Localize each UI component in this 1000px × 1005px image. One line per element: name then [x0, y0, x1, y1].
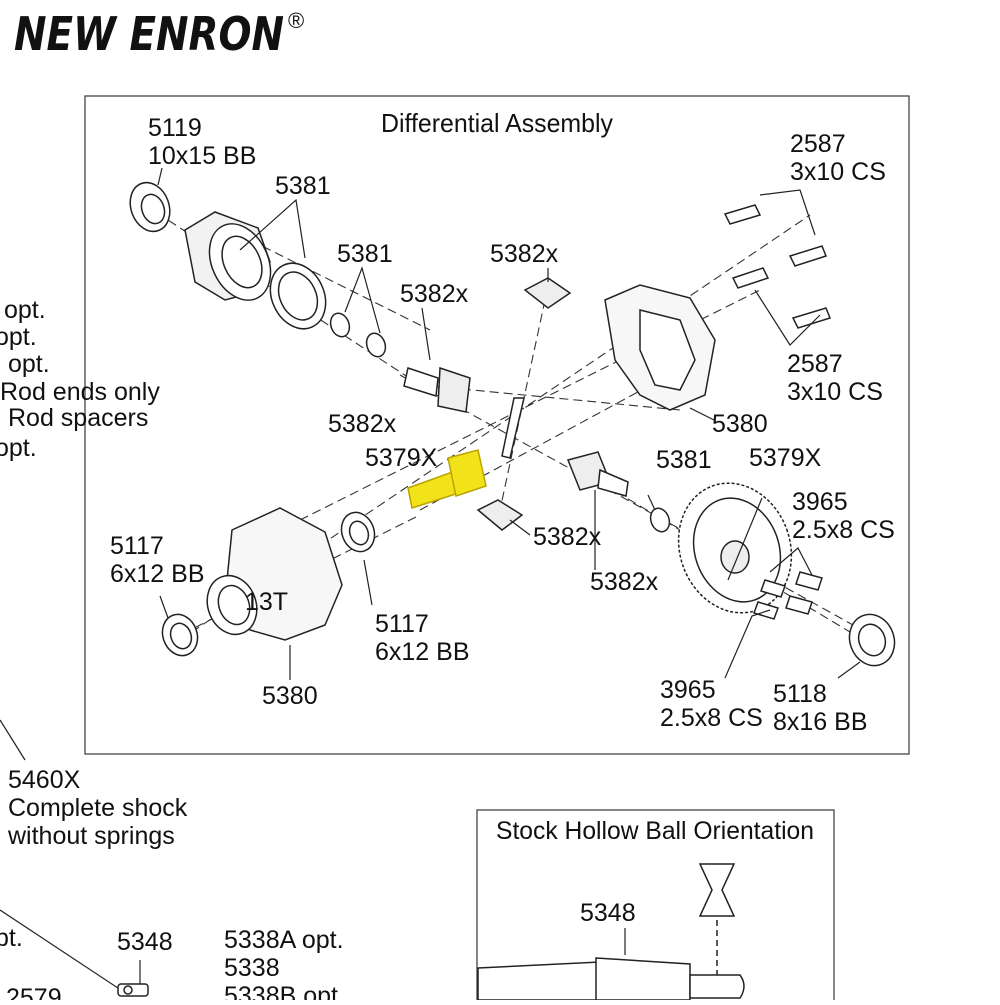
diff-housing-upper-icon — [184, 211, 272, 301]
bearing-5118-icon — [848, 613, 896, 667]
label-5382x-pin: 5382x — [400, 280, 469, 308]
spider-gear-top-icon — [523, 277, 572, 309]
label-pt: pt. — [0, 924, 23, 952]
label-5338a: 5338A opt. — [224, 926, 344, 954]
pinion-teeth — [447, 449, 487, 497]
left-label-5: Rod spacers — [8, 404, 148, 432]
label-5348-left: 5348 — [117, 928, 173, 956]
pinion-gear-5379x-highlighted — [407, 449, 487, 509]
hollow-ball-orientation-inset: Stock Hollow Ball Orientation 5348 — [476, 809, 835, 1005]
diagram-parts — [129, 181, 896, 667]
spider-gear-lower-icon — [476, 499, 524, 531]
label-5382x-top: 5382x — [490, 240, 559, 268]
bevel-gear-right-icon — [566, 451, 629, 497]
registered-mark: ® — [288, 8, 304, 33]
lower-left-labels: pt. 5348 5338A opt. 5338 5338B opt. 2579 — [0, 924, 345, 1005]
leader-lines — [0, 167, 861, 997]
diagram-title: Differential Assembly — [381, 108, 613, 138]
label-5381-right: 5381 — [656, 446, 712, 474]
left-label-2: opt. — [0, 323, 37, 351]
label-5380-right: 5380 — [712, 410, 768, 438]
label-5338: 5338 — [224, 954, 280, 982]
label-5338b: 5338B opt. — [224, 982, 345, 1000]
gasket-5381-icon — [269, 262, 327, 330]
shock-label: 5460X Complete shock without springs — [7, 766, 194, 850]
label-2579: 2579 — [6, 984, 62, 1000]
output-gear-5382x-icon — [403, 366, 471, 413]
inset-title: Stock Hollow Ball Orientation — [496, 817, 814, 845]
label-5379x-right: 5379X — [749, 444, 822, 472]
label-13t: 13T — [245, 588, 288, 616]
left-label-3: opt. — [8, 350, 50, 378]
ring-gear-5379x-icon — [677, 482, 793, 614]
bearing-5117-mid-icon — [340, 511, 376, 553]
bearing-5117-left-icon — [161, 613, 199, 657]
hollow-ball-icon — [477, 863, 745, 1001]
screws-3965-icon — [753, 571, 823, 620]
left-edge-labels: opt. opt. opt. Rod ends only Rod spacers… — [0, 296, 160, 462]
brand-name: NEW ENRON — [14, 7, 284, 61]
brand-logo: NEW ENRON ® — [14, 7, 304, 61]
diff-case-lower-icon — [206, 507, 343, 641]
left-label-4: Rod ends only — [0, 378, 160, 406]
label-5381-mid: 5381 — [337, 240, 393, 268]
left-label-1: opt. — [4, 296, 46, 324]
washer-5381-icon — [329, 312, 387, 358]
washer-5381-right-icon — [649, 507, 671, 533]
inset-frame — [476, 809, 835, 1005]
label-5379x-left: 5379X — [365, 444, 438, 472]
diff-case-right-icon — [604, 284, 716, 411]
inset-part-label: 5348 — [580, 899, 636, 927]
differential-assembly-frame — [84, 95, 910, 755]
cross-pin-icon — [501, 397, 525, 459]
label-5382x-bottom: 5382x — [533, 523, 602, 551]
bearing-5119-icon — [129, 181, 171, 233]
label-5381-top: 5381 — [275, 172, 331, 200]
rod-end-icon — [117, 983, 149, 997]
left-label-6: opt. — [0, 434, 37, 462]
label-5382x-left: 5382x — [328, 410, 397, 438]
label-5380-bottom: 5380 — [262, 682, 318, 710]
label-5382x-bottom2: 5382x — [590, 568, 659, 596]
screws-2587-icon — [723, 204, 831, 329]
